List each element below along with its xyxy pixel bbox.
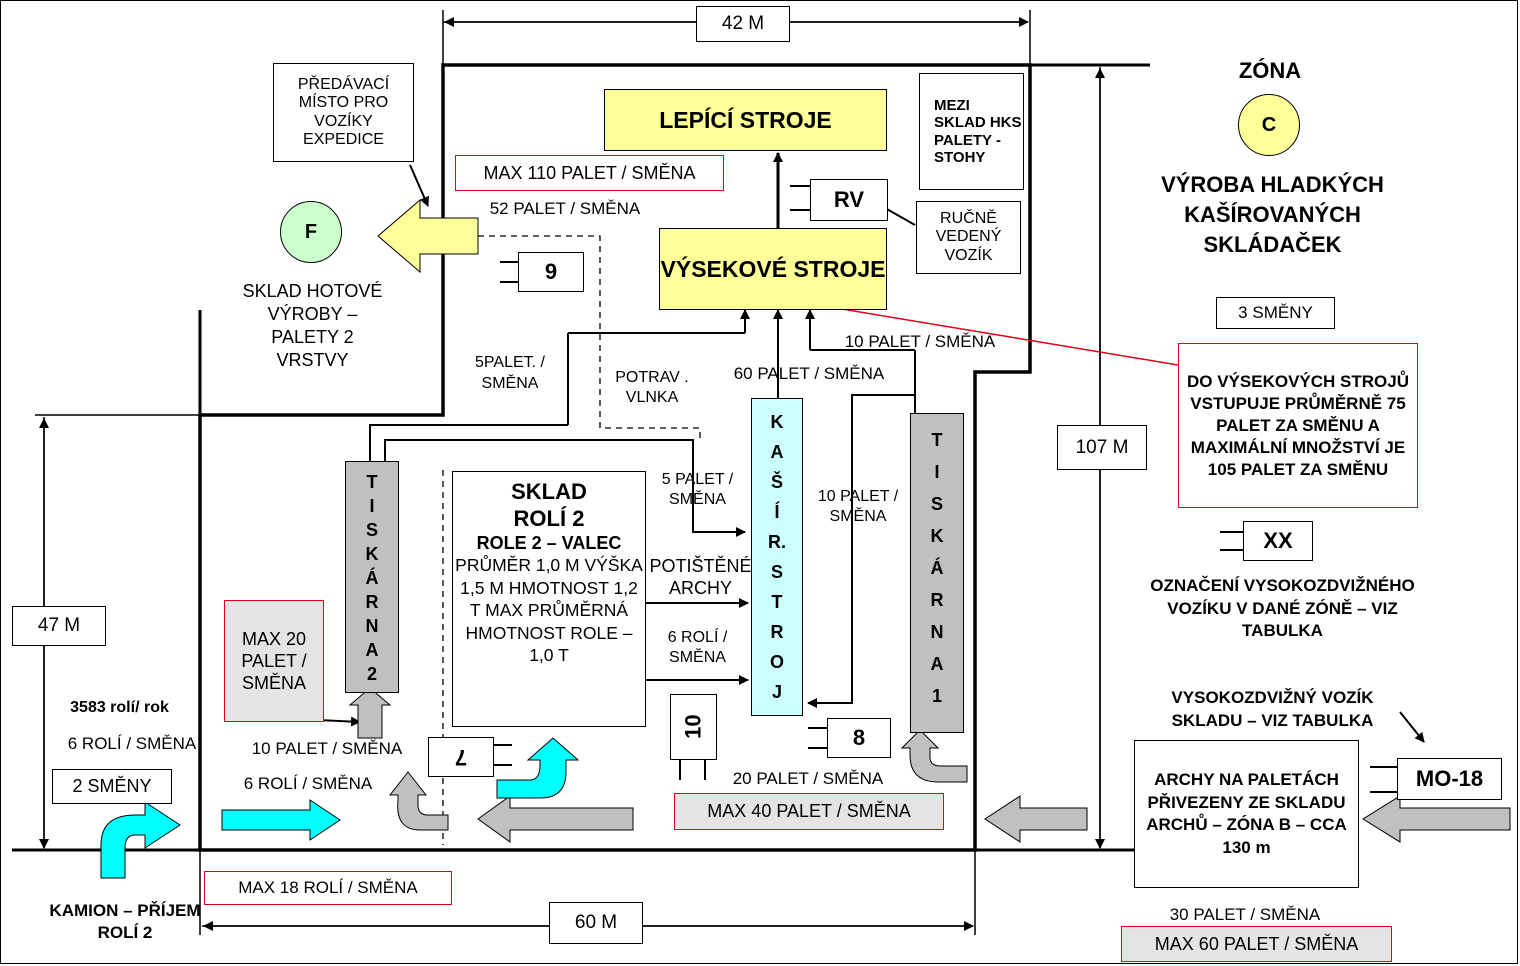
die-cutting-machines-box: VÝSEKOVÉ STROJE <box>659 228 887 310</box>
hand-truck-box: RUČNĚ VEDENÝ VOZÍK <box>916 201 1021 274</box>
kasir-letter: R. <box>768 532 786 552</box>
mo18-box: MO-18 <box>1397 758 1502 800</box>
max20-label: MAX 20 PALET / SMĚNA <box>224 600 324 722</box>
flow-10-mid-label: 10 PALET / SMĚNA <box>817 488 899 525</box>
vehicle-10-label: 10 <box>680 714 706 740</box>
tiskarna2-letter: S <box>365 520 378 540</box>
tiskarna1-letter: Á <box>930 558 944 578</box>
max40-label: MAX 40 PALET / SMĚNA <box>674 793 944 830</box>
flow-20-label: 20 PALET / SMĚNA <box>732 769 884 788</box>
tiskarna2-letter: I <box>369 496 375 516</box>
tiskarna2-letter: Á <box>365 568 379 588</box>
flow-10-top-label: 10 PALET / SMĚNA <box>844 332 996 351</box>
dimension-42: 42 M <box>696 6 790 42</box>
dimension-47: 47 M <box>12 606 106 646</box>
gluing-machines-box: LEPÍCÍ STROJE <box>604 89 887 151</box>
max110-label: MAX 110 PALET / SMĚNA <box>455 155 724 191</box>
roll-store-title-2: ROLÍ 2 <box>513 506 585 531</box>
flow-6-left-label: 6 ROLÍ / SMĚNA <box>67 734 197 753</box>
zone-name: VÝROBA HLADKÝCH KAŠÍROVANÝCH SKLÁDAČEK <box>1161 172 1384 257</box>
finished-goods-label: SKLAD HOTOVÉ VÝROBY – PALETY 2 VRSTVY <box>242 281 383 370</box>
tiskarna2-letter: T <box>366 472 378 492</box>
vehicle-8-box: 8 <box>827 718 891 758</box>
dimension-107: 107 M <box>1057 425 1147 470</box>
max60-label: MAX 60 PALET / SMĚNA <box>1121 926 1392 962</box>
tiskarna1-letter: 1 <box>931 686 942 706</box>
flow-6-bottom-label: 6 ROLÍ / SMĚNA <box>243 774 373 793</box>
flow-6-mid-label: 6 ROLÍ / SMĚNA <box>667 629 728 666</box>
zone-f-badge: F <box>280 201 342 263</box>
vehicle-marking-label: OZNAČENÍ VYSOKOZDVIŽNÉHO VOZÍKU V DANÉ Z… <box>1150 576 1415 640</box>
flow-5a-label: 5PALET. / SMĚNA <box>475 354 545 392</box>
printed-sheets-label: POTIŠTĚNÉ ARCHY <box>649 556 752 598</box>
vehicle-10-box: 10 <box>670 694 717 760</box>
tiskarna1-letter: T <box>931 430 943 450</box>
flow-30-label: 30 PALET / SMĚNA <box>1169 905 1321 924</box>
tiskarna1-letter: S <box>930 494 943 514</box>
vehicle-9-box: 9 <box>518 252 584 292</box>
handover-point-box: PŘEDÁVACÍ MÍSTO PRO VOZÍKY EXPEDICE <box>273 63 414 162</box>
flow-60-label: 60 PALET / SMĚNA <box>733 364 885 383</box>
die-cutting-input-note: DO VÝSEKOVÝCH STROJŮ VSTUPUJE PRŮMĚRNĚ 7… <box>1178 343 1418 508</box>
sheets-on-pallets-box: ARCHY NA PALETÁCH PŘIVEZENY ZE SKLADU AR… <box>1134 740 1359 888</box>
tiskarna2-letter: K <box>365 544 379 564</box>
kasir-letter: Š <box>770 472 783 492</box>
kasir-letter: J <box>771 682 782 702</box>
kasir-letter: A <box>770 442 784 462</box>
tiskarna1-letter: K <box>930 526 944 546</box>
kasir-letter: O <box>769 652 784 672</box>
tiskarna1-letter: R <box>930 590 944 610</box>
kasir-letter: T <box>771 592 783 612</box>
rolls-per-year-label: 3583 rolí/ rok <box>70 699 169 716</box>
vehicle-7-box: 7 <box>428 737 494 777</box>
flow-5b-label: 5 PALET / SMĚNA <box>661 471 734 508</box>
tiskarna1-letter: N <box>930 622 944 642</box>
kasir-letter: R <box>770 622 784 642</box>
zone-c-badge: C <box>1238 94 1300 156</box>
warehouse-forklift-label: VYSOKOZDVIŽNÝ VOZÍK SKLADU – VIZ TABULKA <box>1171 688 1374 730</box>
tiskarna2-letter: 2 <box>366 664 377 684</box>
kasir-letter: K <box>770 412 784 432</box>
max18-label: MAX 18 ROLÍ / SMĚNA <box>204 871 452 905</box>
roll-store-box: SKLAD ROLÍ 2 ROLE 2 – VALEC PRŮMĚR 1,0 M… <box>452 471 646 727</box>
zone-title: ZÓNA <box>1238 58 1302 83</box>
kasir-letter: S <box>770 562 783 582</box>
vehicle-xx-box: XX <box>1243 521 1313 561</box>
roll-store-sub: ROLE 2 – VALEC <box>476 533 622 553</box>
kasir-letter: Í <box>774 502 780 522</box>
interstore-box: MEZI SKLAD HKS PALETY -STOHY <box>919 73 1024 190</box>
tiskarna1-letter: I <box>934 462 940 482</box>
tiskarna2-letter: R <box>365 592 379 612</box>
dimension-60: 60 M <box>549 902 643 944</box>
potrav-label: POTRAV . VLNKA <box>615 369 689 406</box>
roll-store-title-1: SKLAD <box>511 479 587 504</box>
tiskarna1-letter: A <box>930 654 944 674</box>
tiskarna2-letter: N <box>365 616 379 636</box>
rv-box: RV <box>810 179 888 221</box>
roll-store-specs: PRŮMĚR 1,0 M VÝŠKA 1,5 M HMOTNOST 1,2 T … <box>455 555 643 666</box>
zone-shifts: 3 SMĚNY <box>1216 297 1335 329</box>
two-shifts-box: 2 SMĚNY <box>52 769 172 804</box>
truck-intake-label: KAMION – PŘÍJEM ROLÍ 2 <box>49 901 201 942</box>
flow-52-label: 52 PALET / SMĚNA <box>489 199 641 218</box>
tiskarna2-letter: A <box>365 640 379 660</box>
flow-10-bottom-label: 10 PALET / SMĚNA <box>251 739 403 758</box>
